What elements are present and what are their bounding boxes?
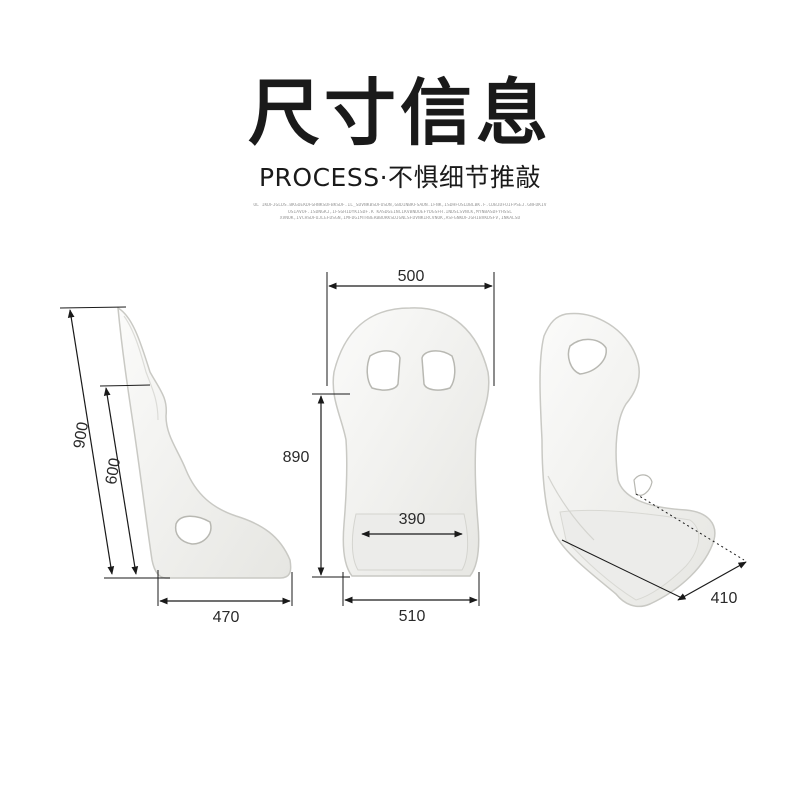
side-height-ext-top	[59, 306, 127, 309]
angled-depth-label: 410	[711, 590, 738, 607]
side-back-ext-top	[99, 384, 151, 387]
side-view-seat	[117, 306, 292, 579]
side-seat-hole	[174, 515, 212, 545]
side-back-height-line	[103, 387, 139, 575]
side-depth-label: 470	[213, 609, 240, 626]
front-harness-slot-right	[421, 350, 456, 391]
fineprint-line: XVNOK,IVCHSDFUJLEFDSGN,IMFDGIMTRBERBBURK…	[279, 216, 521, 221]
side-seat-inner-edge	[123, 315, 159, 421]
decorative-fineprint: OL IKDFJGLDS.BKGOEKDFGHNKSDFBKSDF.IL_SDV…	[250, 203, 550, 223]
side-total-height-label: 900	[71, 421, 92, 450]
angled-view-seat	[539, 312, 716, 608]
side-back-height-label: 600	[103, 457, 124, 486]
angled-harness-slot	[567, 338, 607, 375]
front-base-width-label: 510	[399, 608, 426, 625]
page-title: 尺寸信息	[247, 71, 552, 155]
front-view-seat	[332, 307, 490, 577]
angled-side-bolster	[547, 475, 595, 541]
angled-depth-line	[677, 561, 747, 601]
fineprint-line: OL IKDFJGLDS.BKGOEKDFGHNKSDFBKSDF.IL_SDV…	[253, 203, 547, 208]
front-top-width-label: 500	[398, 268, 425, 285]
front-seat-width-label: 390	[399, 511, 426, 528]
page-subtitle: PROCESS·不惧细节推敲	[258, 163, 542, 192]
angled-depth-ext-dotted	[635, 493, 745, 561]
front-seat-inner	[351, 513, 469, 571]
front-harness-slot-left	[366, 350, 401, 391]
front-height-label: 890	[283, 449, 310, 466]
fineprint-line: OSIAVOF.ISDNGKJ,IFSGHIDYKISDF.K KASDGEIN…	[287, 209, 513, 215]
angled-depth-ext-bottom	[561, 539, 683, 599]
angled-side-hole	[633, 474, 653, 496]
